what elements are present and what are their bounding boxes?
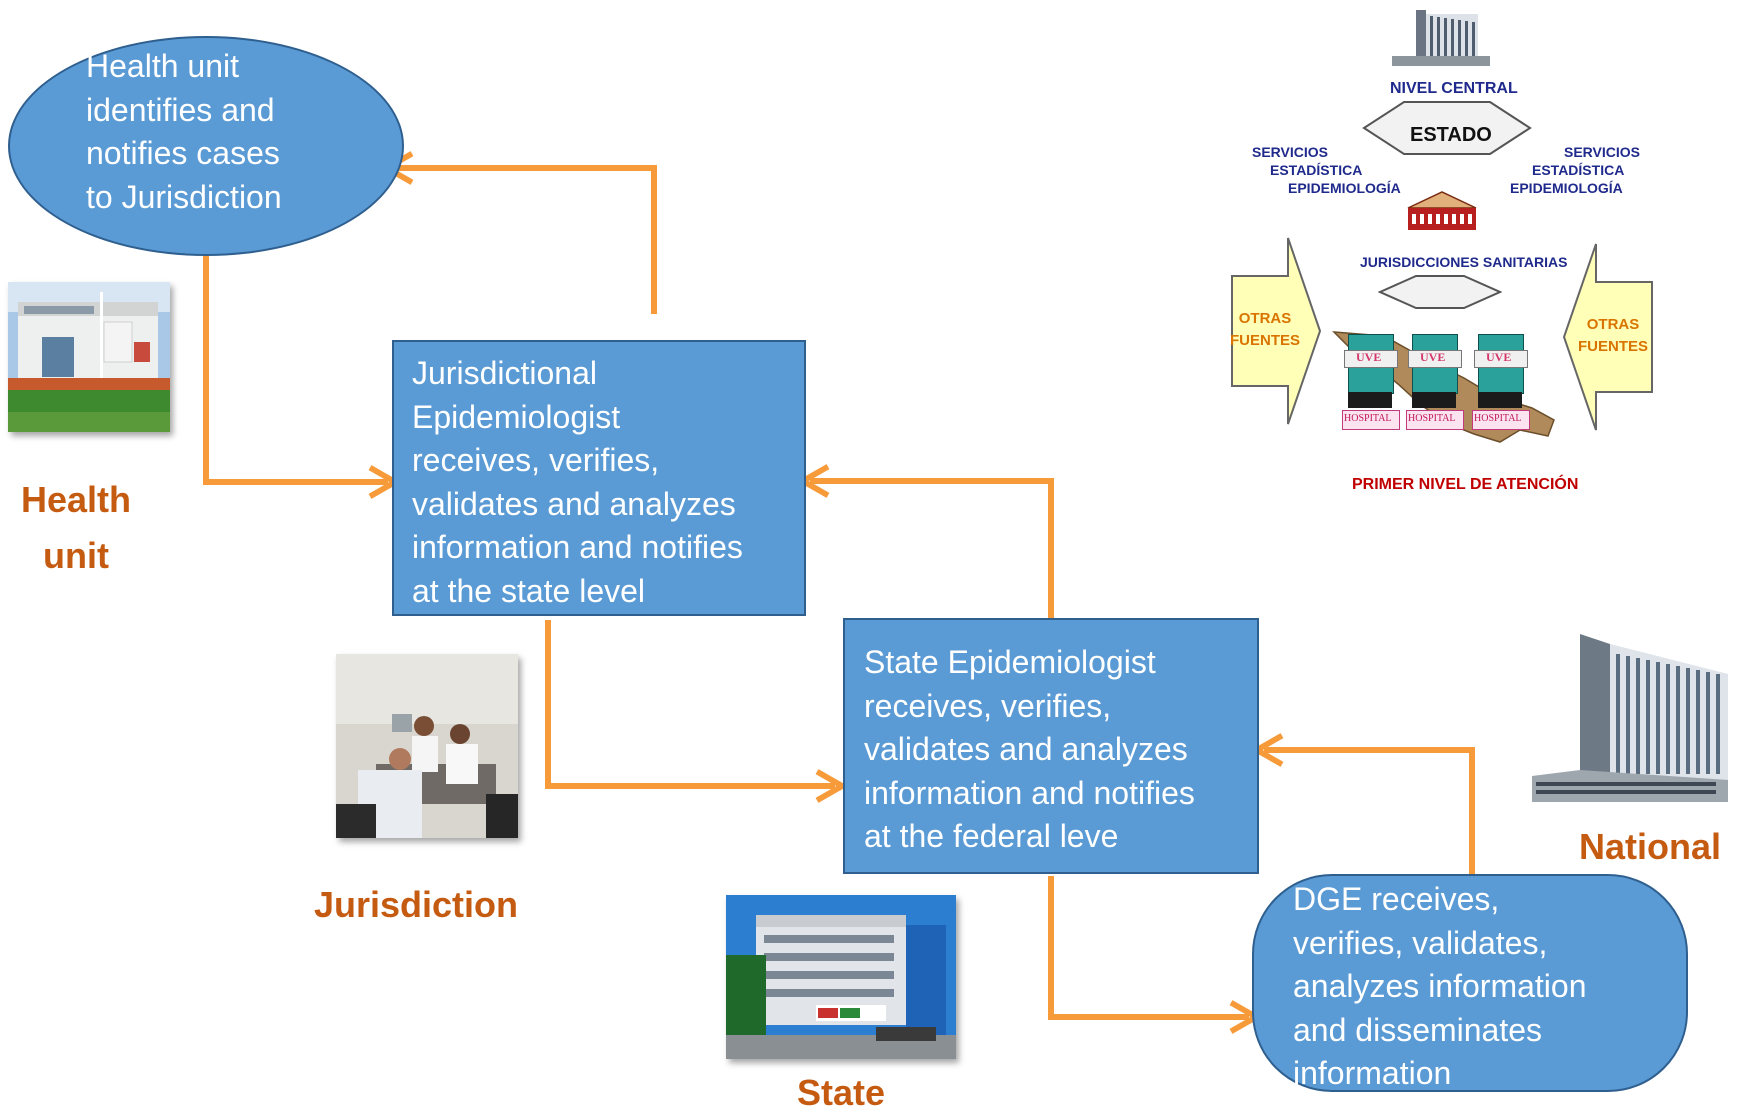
national-node: [1252, 874, 1688, 1092]
uve-label-1: UVE: [1356, 350, 1382, 364]
state-photo: [726, 895, 956, 1059]
jurisdiction-house-icon: [1407, 191, 1477, 230]
uve-unit-1: UVE HOSPITAL: [1342, 334, 1400, 430]
otras-fuentes-left-text: OTRAS FUENTES: [1230, 310, 1301, 349]
otras-fuentes-left-arrow: [1231, 237, 1322, 425]
nivel-central-text: NIVEL CENTRAL: [1390, 80, 1518, 97]
primer-nivel-text: PRIMER NIVEL DE ATENCIÓN: [1352, 476, 1579, 493]
servicios-left-line2: ESTADÍSTICA: [1270, 162, 1363, 178]
jurisdiction-photo: [336, 654, 518, 838]
health-unit-node: [8, 36, 404, 256]
servicios-left-line3: EPIDEMIOLOGÍA: [1288, 180, 1401, 196]
national-node-text: DGE receives, verifies, validates, analy…: [1293, 881, 1587, 1091]
jurisdicciones-arrow: [1378, 275, 1502, 309]
central-building-icon: [1392, 10, 1490, 66]
national-label: National: [1578, 826, 1721, 867]
estado-arrow: [1362, 101, 1532, 155]
arrow-jurisdiction-to-state: [545, 620, 849, 803]
health-unit-node-text: Health unit identifies and notifies case…: [86, 48, 282, 215]
uve-label-3: UVE: [1486, 350, 1512, 364]
health-unit-label: Health unit: [20, 479, 132, 576]
otras-fuentes-right-text: OTRAS FUENTES: [1577, 316, 1648, 355]
state-node-text: State Epidemiologist receives, verifies,…: [864, 644, 1195, 854]
arrow-health-to-jurisdiction: [203, 256, 402, 499]
uve-unit-3: UVE HOSPITAL: [1472, 334, 1530, 430]
otras-fuentes-right-arrow: [1562, 243, 1653, 431]
health-unit-photo: [8, 282, 170, 432]
servicios-left-line1: SERVICIOS: [1252, 144, 1328, 160]
surveillance-scheme: NIVEL CENTRAL ESTADO SERVICIOS ESTADÍSTI…: [1220, 0, 1747, 520]
state-label: State: [796, 1072, 886, 1113]
arrow-state-to-national: [1048, 876, 1263, 1034]
hospital-label-2: HOSPITAL: [1408, 413, 1456, 424]
jurisdiction-node: [392, 340, 806, 616]
servicios-right-line1: SERVICIOS: [1564, 144, 1640, 160]
national-building-image: [1532, 634, 1728, 802]
jurisdiction-node-text: Jurisdictional Epidemiologist receives, …: [412, 355, 743, 609]
arrow-national-to-state: [1250, 733, 1475, 874]
arrow-jurisdiction-to-health: [380, 151, 657, 314]
uve-unit-2: UVE HOSPITAL: [1406, 334, 1464, 430]
hospital-label-1: HOSPITAL: [1344, 413, 1392, 424]
estado-text: ESTADO: [1410, 124, 1492, 146]
hospital-label-3: HOSPITAL: [1474, 413, 1522, 424]
jurisdicciones-text: JURISDICCIONES SANITARIAS: [1360, 254, 1568, 270]
arrow-state-to-jurisdiction: [796, 464, 1054, 618]
servicios-right-line2: ESTADÍSTICA: [1532, 162, 1625, 178]
servicios-right-line3: EPIDEMIOLOGÍA: [1510, 180, 1623, 196]
uve-label-2: UVE: [1420, 350, 1446, 364]
jurisdiction-label: Jurisdiction: [313, 884, 519, 925]
state-node: [843, 618, 1259, 874]
